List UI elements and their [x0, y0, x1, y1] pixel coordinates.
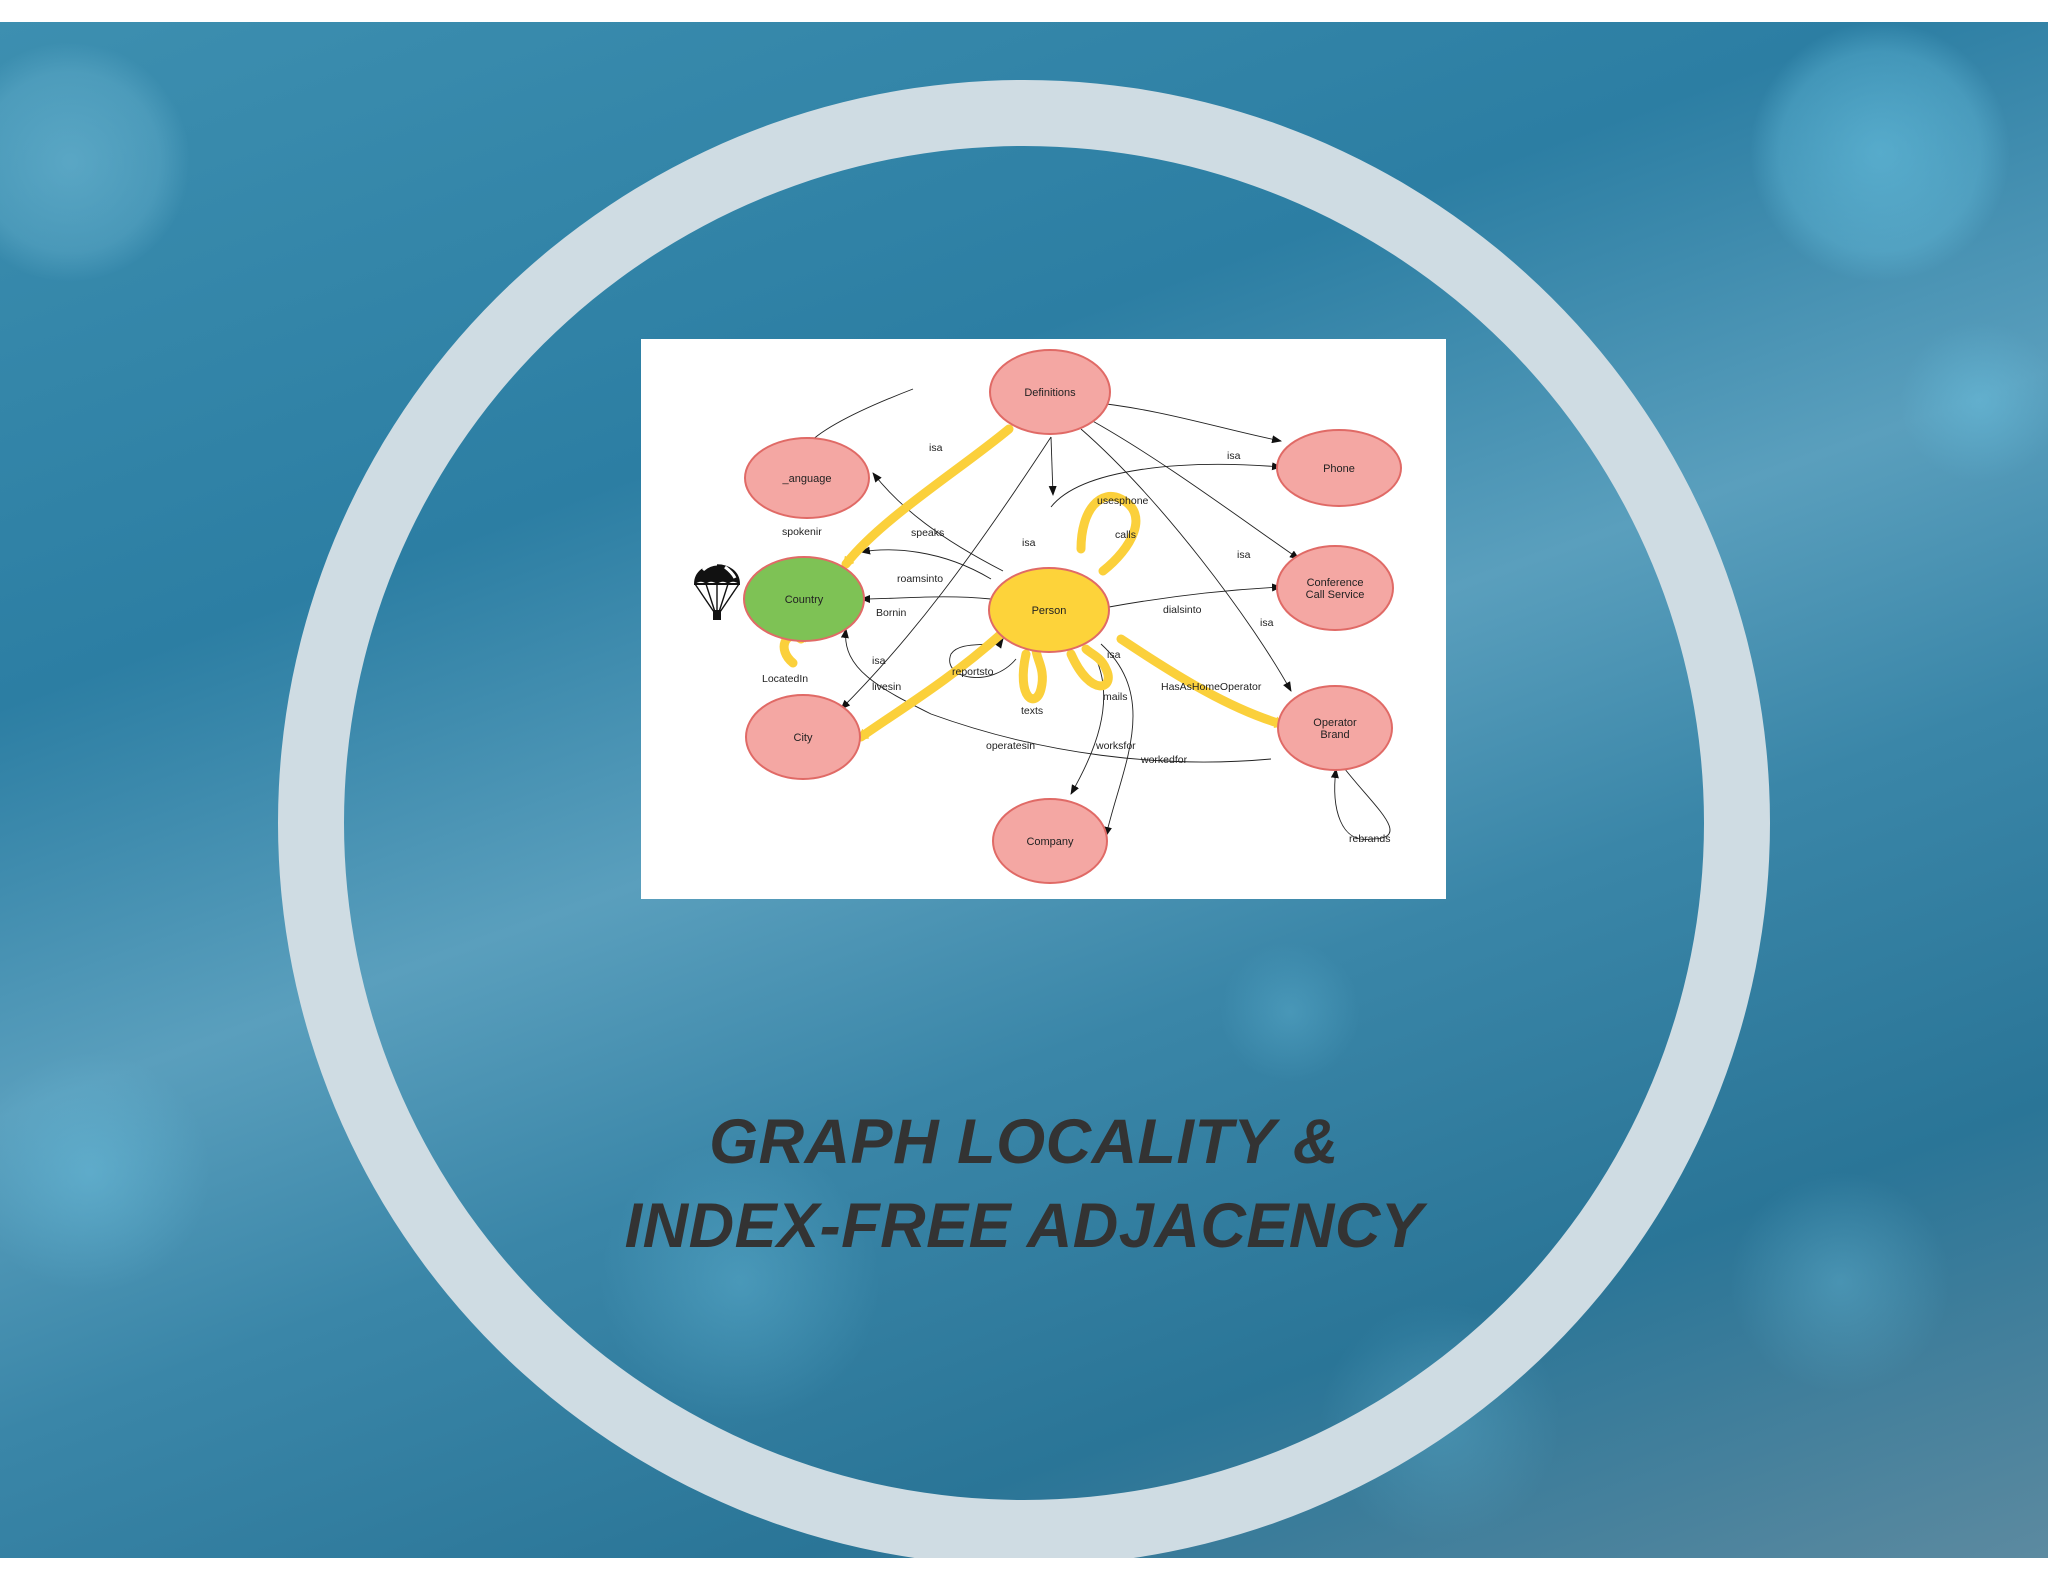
node-definitions [989, 349, 1111, 435]
edge-definitions-phone [1088, 401, 1282, 444]
edge-label-spokenin: spokenir [782, 526, 822, 538]
edge-label-operatesin: operatesin [986, 740, 1035, 752]
edge-label-dialsinto: dialsinto [1163, 604, 1202, 616]
edge-label-usesphone: usesphone [1097, 495, 1149, 507]
node-person [988, 567, 1110, 653]
edge-label-roamsinto: roamsinto [897, 573, 943, 585]
highlight-definitions-country [841, 424, 1014, 569]
edge-label-texts: texts [1021, 705, 1043, 717]
node-conference [1276, 545, 1394, 631]
edge-lines [799, 388, 1391, 840]
graph-diagram-svg: Definitions _anguage Phone Country Perso… [693, 349, 1402, 884]
node-phone [1276, 429, 1402, 507]
edge-label-isa-phone: isa [1227, 450, 1241, 462]
edge-label-locatedin: LocatedIn [762, 673, 808, 685]
edge-person-country-born [860, 594, 992, 603]
edge-label-hashomeoperator: HasAsHomeOperator [1161, 681, 1262, 693]
edge-label-livesin: livesin [872, 681, 901, 693]
edge-person-country-roams [860, 546, 992, 580]
edge-operator-country [840, 628, 1272, 763]
node-country [743, 556, 865, 642]
edge-person-company-works [1070, 648, 1105, 795]
node-label-country: Country [785, 594, 824, 606]
graph-diagram: Definitions _anguage Phone Country Perso… [641, 339, 1446, 899]
node-label-conference-line2: Call Service [1306, 589, 1365, 601]
edge-label-workedfor: workedfor [1140, 754, 1188, 766]
edge-operator-rebrands [1330, 763, 1391, 840]
edge-person-phone [1050, 462, 1282, 508]
highlight-person-operator [1116, 634, 1287, 729]
node-operator [1277, 685, 1393, 771]
edge-definitions-person [1048, 436, 1057, 496]
node-language [744, 437, 870, 519]
node-label-definitions: Definitions [1024, 387, 1076, 399]
node-company [992, 798, 1108, 884]
node-label-operator-line2: Brand [1320, 729, 1349, 741]
node-labels: Definitions _anguage Phone Country Perso… [782, 387, 1365, 848]
node-city [745, 694, 861, 780]
node-label-language: _anguage [782, 473, 832, 485]
edge-definitions-conference [1088, 418, 1300, 560]
edge-label-isa-city: isa [872, 655, 886, 667]
edge-definitions-language [805, 388, 914, 447]
edge-person-language [872, 472, 1004, 572]
edge-label-worksfor: worksfor [1095, 740, 1136, 752]
parachute-icon [693, 562, 741, 620]
highlight-calls-loop [1076, 492, 1141, 576]
highlight-paths [779, 424, 1287, 742]
slide-title-line1: GRAPH LOCALITY & [709, 1107, 1339, 1177]
edge-label-mails: mails [1103, 691, 1128, 703]
nodes [743, 349, 1402, 884]
edge-label-isa-small: isa [1107, 649, 1121, 661]
edge-labels: isa isa usesphone calls spokenir speaks … [762, 442, 1390, 845]
slide-title-line2: INDEX-FREE ADJACENCY [624, 1191, 1424, 1261]
highlight-texts-loop [1018, 644, 1047, 704]
edge-label-isa-operator: isa [1260, 617, 1274, 629]
edge-person-company-worked [1100, 643, 1134, 837]
node-label-company: Company [1026, 836, 1074, 848]
edge-label-isa-conference: isa [1237, 549, 1251, 561]
edge-label-speaks: speaks [911, 527, 944, 539]
edge-definitions-city [840, 436, 1052, 710]
edge-label-rebrands: rebrands [1349, 833, 1390, 845]
node-label-conference-line1: Conference [1307, 577, 1364, 589]
highlight-person-city [856, 629, 1006, 742]
edge-label-calls: calls [1115, 529, 1136, 541]
highlight-mails-loop [1066, 644, 1113, 691]
edge-person-conference [1108, 583, 1282, 608]
edge-label-isa-language: isa [929, 442, 943, 454]
edge-definitions-operator [1080, 428, 1292, 692]
edge-label-isa-person: isa [1022, 537, 1036, 549]
node-label-person: Person [1032, 605, 1067, 617]
slide-background: Definitions _anguage Phone Country Perso… [0, 22, 2048, 1558]
node-label-phone: Phone [1323, 463, 1355, 475]
edge-label-bornin: Bornin [876, 607, 907, 619]
node-label-operator-line1: Operator [1313, 717, 1357, 729]
node-label-city: City [794, 732, 813, 744]
edge-label-reportsto: reportsto [952, 666, 994, 678]
